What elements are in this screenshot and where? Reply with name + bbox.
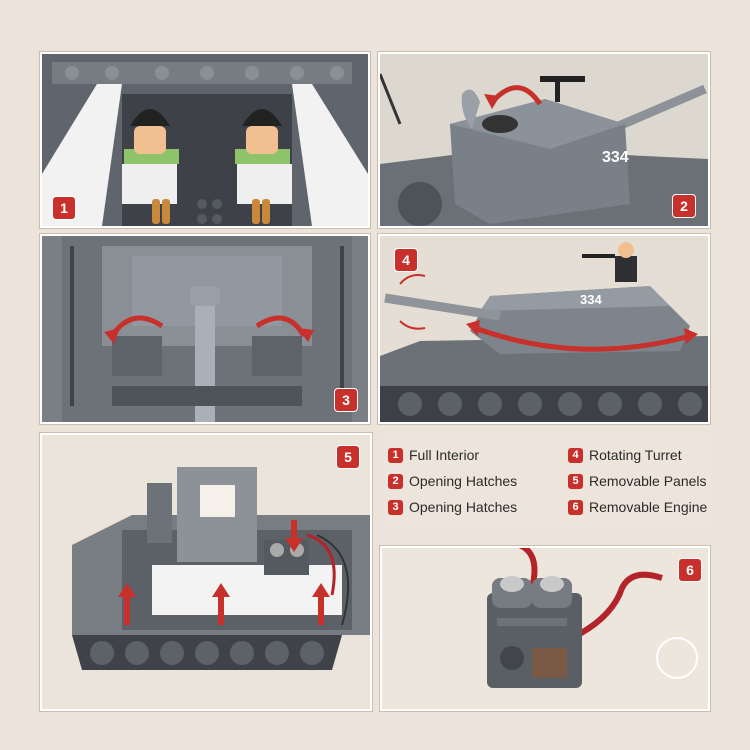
legend-label-6: Removable Engine xyxy=(589,499,708,515)
rotating-turret-illustration: 334 xyxy=(380,236,708,422)
legend-number-6: 6 xyxy=(568,499,583,515)
badge-6: 6 xyxy=(678,558,702,582)
engine-illustration xyxy=(382,548,708,709)
hull-hatches-illustration xyxy=(42,236,368,422)
legend-item-4: 4 Rotating Turret xyxy=(568,447,682,463)
legend-number-2: 2 xyxy=(388,473,403,489)
crew-figure-left xyxy=(130,109,170,154)
legend-number-4: 4 xyxy=(568,447,583,463)
legend-label-1: Full Interior xyxy=(409,447,480,463)
legend-item-3: 3 Opening Hatches xyxy=(388,499,517,515)
legend-item-6: 6 Removable Engine xyxy=(568,499,707,515)
legend-item-5: 5 Removable Panels xyxy=(568,473,707,489)
legend-number-1: 1 xyxy=(388,447,403,463)
legend-number-3: 3 xyxy=(388,499,403,515)
panel-full-interior: 1 xyxy=(40,52,370,228)
removable-panels-illustration xyxy=(42,435,370,709)
legend-label-3: Opening Hatches xyxy=(409,499,518,515)
interior-illustration xyxy=(42,54,368,226)
turret-number-label-4: 334 xyxy=(580,292,602,307)
legend-number-5: 5 xyxy=(568,473,583,489)
turret-hatch-illustration: 334 xyxy=(380,54,708,226)
badge-3: 3 xyxy=(334,388,358,412)
panel-turret-hatch: 334 2 xyxy=(378,52,710,228)
legend-label-5: Removable Panels xyxy=(589,473,707,489)
panel-removable-engine: 6 xyxy=(380,546,710,711)
badge-4: 4 xyxy=(394,248,418,272)
panel-rotating-turret: 334 4 xyxy=(378,234,710,424)
legend-label-2: Opening Hatches xyxy=(409,473,518,489)
badge-1: 1 xyxy=(52,196,76,220)
feature-legend: 1 Full Interior 2 Opening Hatches 3 Open… xyxy=(380,433,710,528)
badge-5: 5 xyxy=(336,445,360,469)
crew-figure-right xyxy=(242,109,282,154)
panel-hull-hatches: 3 xyxy=(40,234,370,424)
legend-item-1: 1 Full Interior xyxy=(388,447,479,463)
panel-removable-panels: 5 xyxy=(40,433,372,711)
turret-number-label: 334 xyxy=(602,149,629,166)
legend-label-4: Rotating Turret xyxy=(589,447,682,463)
legend-item-2: 2 Opening Hatches xyxy=(388,473,517,489)
badge-2: 2 xyxy=(672,194,696,218)
